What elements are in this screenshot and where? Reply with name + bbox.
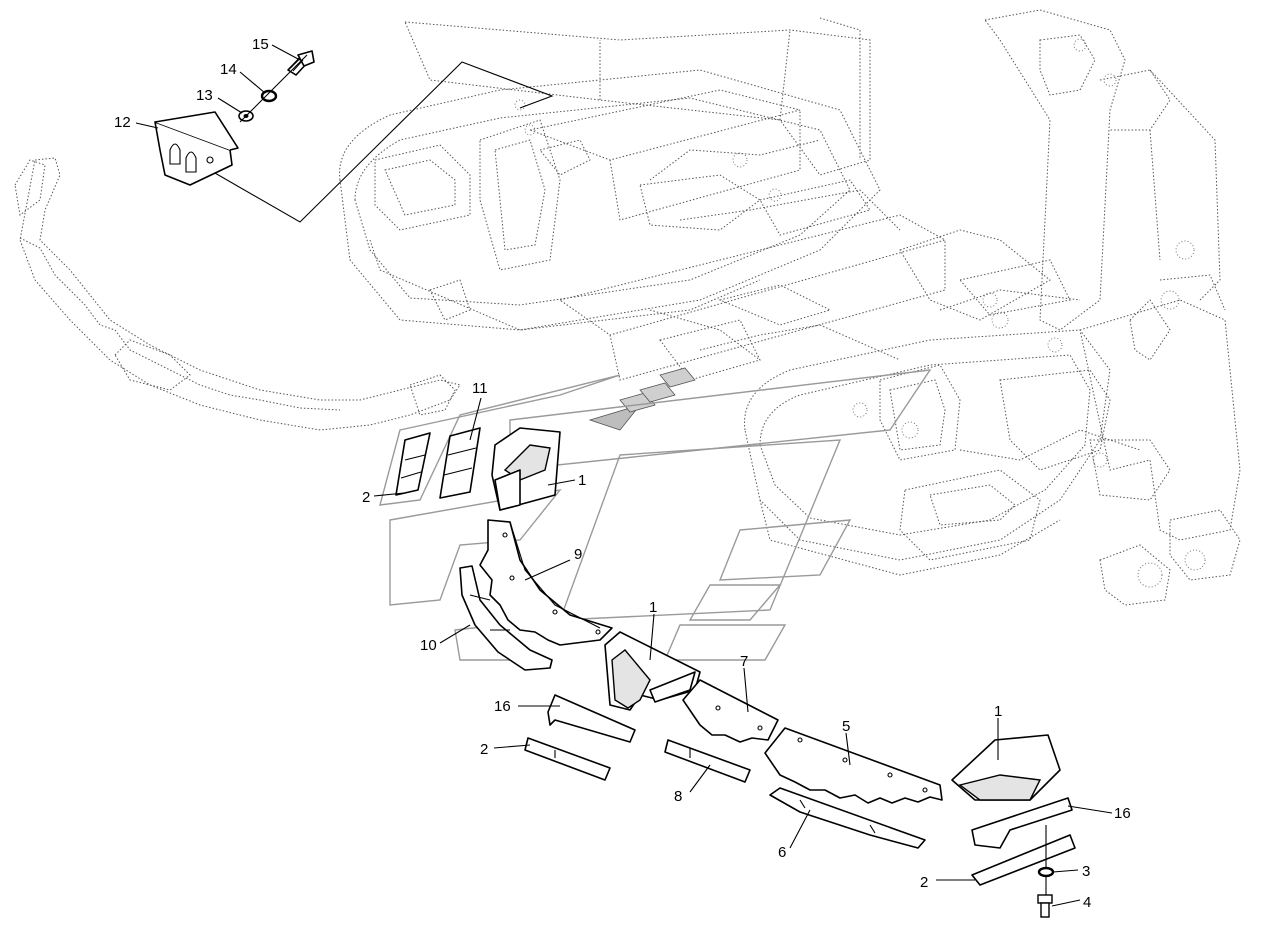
callout-7: 7 xyxy=(740,653,748,670)
part-9-blade xyxy=(479,519,613,646)
callout-12: 12 xyxy=(114,114,131,131)
part-6-strip xyxy=(769,787,926,849)
part-5-blade xyxy=(764,727,943,804)
callout-5: 5 xyxy=(842,718,850,735)
part-2-plate-left xyxy=(524,737,611,781)
callout-1-middle: 1 xyxy=(649,599,657,616)
part-2-plates-upper xyxy=(395,432,431,496)
part-1-cutter-middle xyxy=(604,631,701,711)
part-16-plate-right xyxy=(971,797,1073,849)
part-2-plate-right xyxy=(971,834,1076,886)
callout-14: 14 xyxy=(220,61,237,78)
part-1-cutter-right xyxy=(951,734,1061,801)
callout-labels: 15 14 13 12 11 2 1 9 10 1 7 16 2 8 5 1 6… xyxy=(114,36,1131,911)
callout-6: 6 xyxy=(778,844,786,861)
part-10-strip xyxy=(459,565,553,671)
callout-1-right: 1 xyxy=(994,703,1002,720)
callout-15: 15 xyxy=(252,36,269,53)
callout-16-right: 16 xyxy=(1114,805,1131,822)
part-11-plate xyxy=(439,427,481,499)
callout-10: 10 xyxy=(420,637,437,654)
watermark xyxy=(379,369,932,661)
callout-4: 4 xyxy=(1083,894,1091,911)
machine-frame xyxy=(14,9,1241,606)
callout-13: 13 xyxy=(196,87,213,104)
part-8-plate xyxy=(664,739,751,783)
part-14-lock-washer xyxy=(260,89,278,103)
callout-leaders xyxy=(135,44,1113,907)
callout-9: 9 xyxy=(574,546,582,563)
callout-2-right: 2 xyxy=(920,874,928,891)
callout-3: 3 xyxy=(1082,863,1090,880)
callout-11: 11 xyxy=(472,380,488,397)
callout-2-left: 2 xyxy=(480,741,488,758)
part-3-washer xyxy=(1037,866,1055,878)
part-15-bolt xyxy=(287,50,315,76)
callout-16-left: 16 xyxy=(494,698,511,715)
part-16-plate-left xyxy=(547,694,636,743)
callout-1-upper: 1 xyxy=(578,472,586,489)
part-4-bolt xyxy=(1037,894,1053,918)
callout-8: 8 xyxy=(674,788,682,805)
part-7-blade xyxy=(682,679,779,743)
part-12-bracket xyxy=(154,61,554,223)
part-1-cutter-upper xyxy=(491,427,561,511)
callout-2-upper: 2 xyxy=(362,489,370,506)
